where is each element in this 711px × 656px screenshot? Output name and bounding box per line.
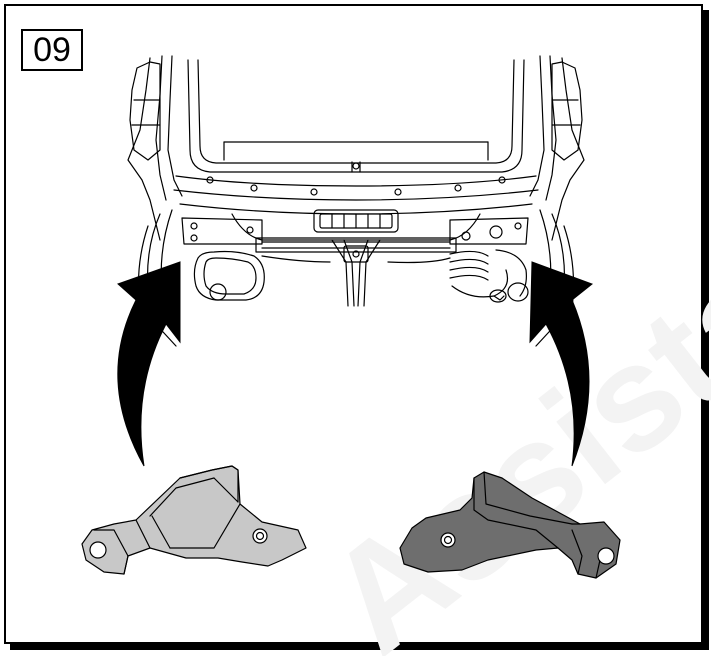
right-mounting-bracket: [399, 471, 621, 579]
step-number: 09: [33, 30, 71, 69]
step-number-box: 09: [21, 29, 83, 71]
right-arrow: [529, 261, 594, 467]
vehicle-rear: [127, 55, 585, 347]
left-arrow: [117, 261, 181, 467]
frame-shadow-bottom: [10, 644, 709, 650]
left-mounting-bracket: [81, 465, 307, 575]
frame-shadow-right: [703, 10, 709, 650]
